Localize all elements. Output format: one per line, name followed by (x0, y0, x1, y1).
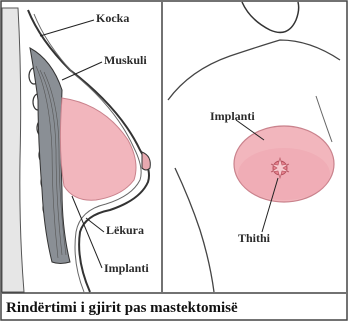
figure-caption: Rindërtimi i gjirit pas mastektomisë (6, 300, 238, 316)
label-thithi: Thithi (238, 231, 271, 245)
label-muskuli: Muskuli (104, 53, 147, 67)
label-lekura: Lëkura (106, 223, 144, 237)
label-implanti-side: Implanti (104, 261, 149, 275)
label-implanti-front: Implanti (210, 109, 255, 123)
label-kocka: Kocka (96, 11, 129, 25)
